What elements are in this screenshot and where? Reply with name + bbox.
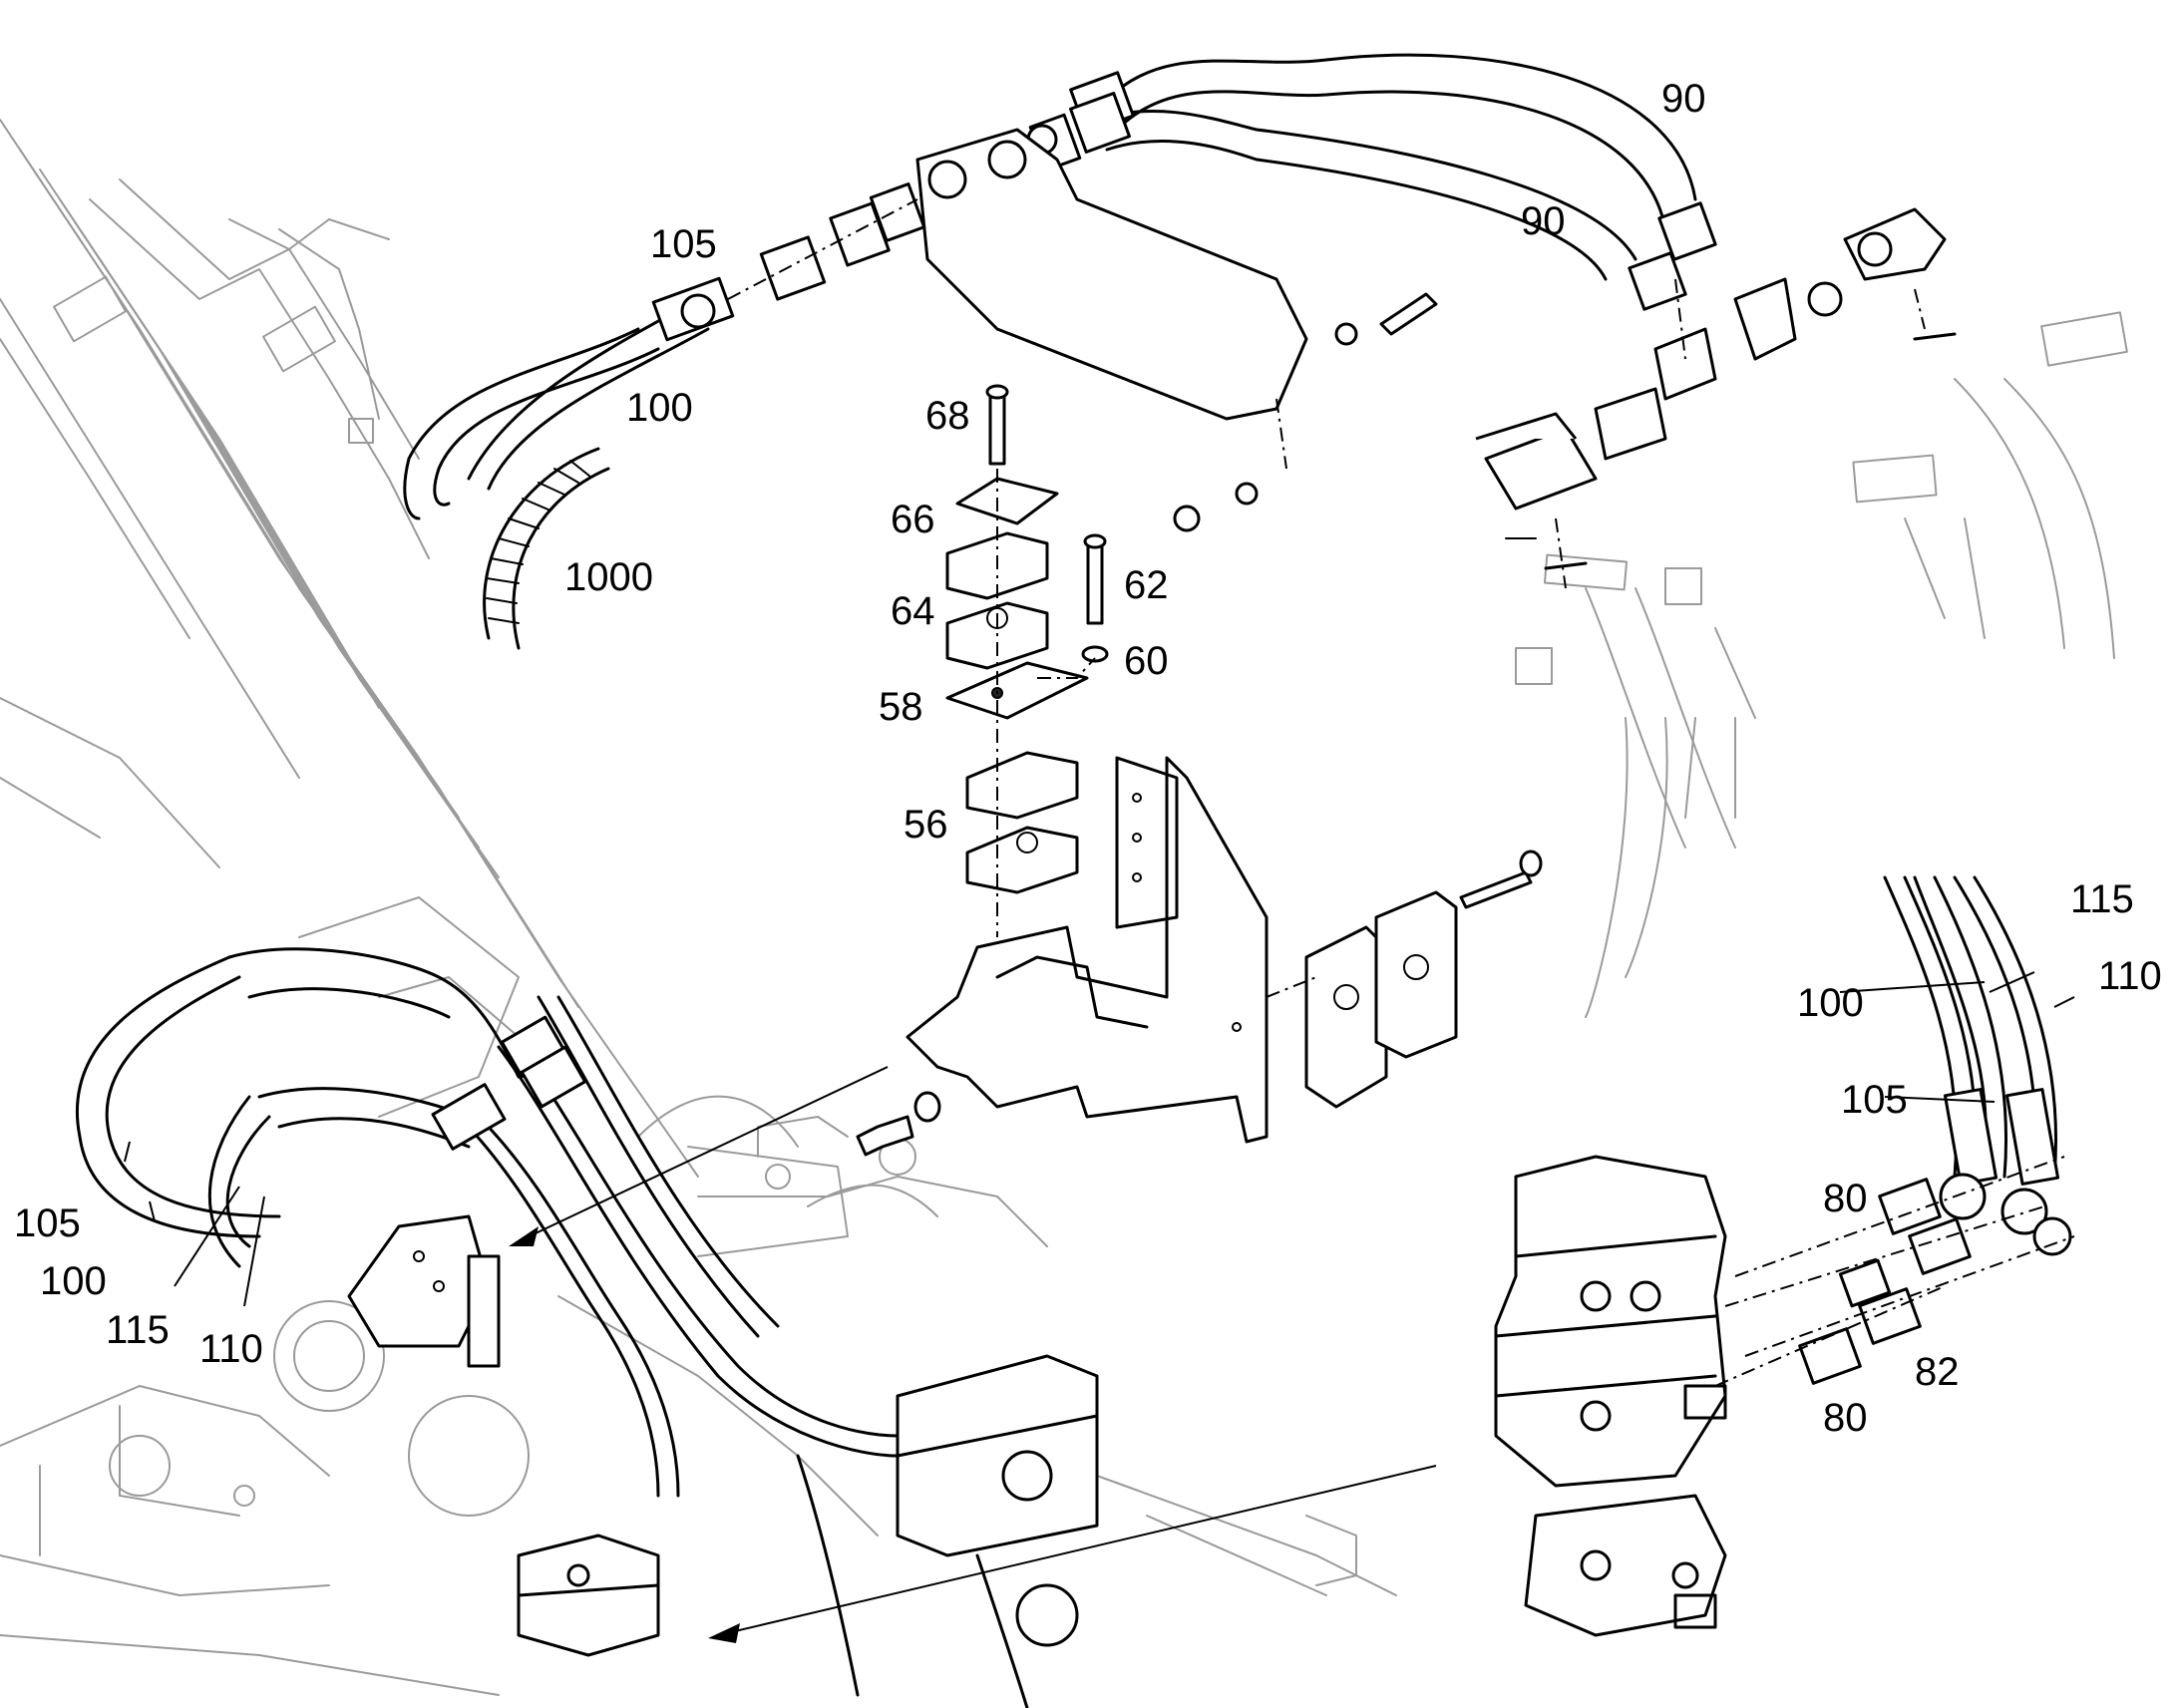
callout-110-right: 110 xyxy=(2098,954,2162,998)
callout-90-top: 90 xyxy=(1661,77,1706,121)
callout-58: 58 xyxy=(879,685,923,729)
right-background-hoses xyxy=(1515,311,2128,1018)
callout-110-left: 110 xyxy=(199,1327,263,1371)
mounting-bracket xyxy=(856,756,1543,1157)
callout-105-right: 105 xyxy=(1841,1078,1908,1122)
clamp-stack xyxy=(945,384,1109,937)
callout-82: 82 xyxy=(1915,1350,1960,1394)
right-hose-bundle xyxy=(1494,875,2075,1637)
callout-115-right: 115 xyxy=(2070,877,2134,921)
callout-100-top: 100 xyxy=(626,386,693,430)
callout-80-bottom: 80 xyxy=(1823,1396,1868,1440)
callout-labels: 90 90 105 100 1000 68 66 64 62 60 58 56 … xyxy=(14,77,2162,1440)
callout-66: 66 xyxy=(891,498,935,541)
callout-68: 68 xyxy=(925,394,970,438)
hose-assembly-upper xyxy=(403,53,1717,650)
leader-lines xyxy=(124,971,2075,1307)
callout-56: 56 xyxy=(904,803,948,847)
callout-105-left: 105 xyxy=(14,1201,81,1245)
callout-1000: 1000 xyxy=(564,555,653,599)
callout-115-left: 115 xyxy=(106,1308,170,1352)
callout-90-mid: 90 xyxy=(1521,199,1566,243)
left-hose-loop xyxy=(76,947,1099,1708)
callout-64: 64 xyxy=(891,589,935,633)
callout-105-top: 105 xyxy=(650,222,717,266)
callout-100-right: 100 xyxy=(1797,981,1864,1025)
callout-100-left: 100 xyxy=(40,1259,107,1303)
callout-62: 62 xyxy=(1124,563,1169,607)
callout-80-top: 80 xyxy=(1823,1177,1868,1220)
view-pointer-arrows xyxy=(509,1066,1437,1643)
right-upper-fittings xyxy=(1475,207,1957,589)
callout-60: 60 xyxy=(1124,639,1169,683)
machine-boom-background xyxy=(0,119,1397,1696)
